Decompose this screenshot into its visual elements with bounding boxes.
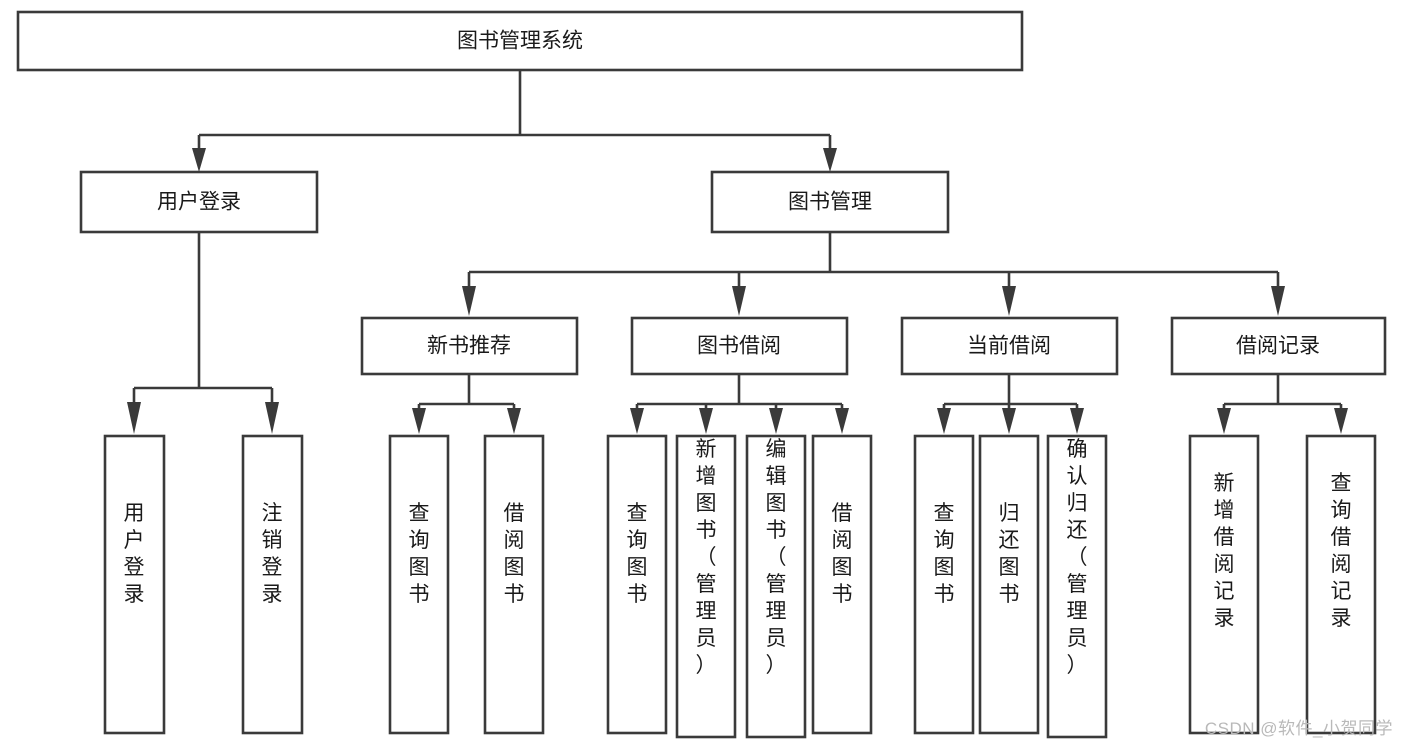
node-leaf-borrow-book-2[interactable]: 借阅图书 [811,434,873,735]
node-leaf-add-book[interactable]: 新增图书（管理员） [675,434,737,739]
arrow-head-leaf-query-record [1334,408,1348,434]
node-leaf-add-book-label: 新增图书（管理员） [696,438,717,677]
node-leaf-query-book-2-label: 查询图书 [627,502,648,606]
node-leaf-return-book[interactable]: 归还图书 [978,434,1040,735]
node-leaf-borrow-book-2-box[interactable] [811,434,873,735]
node-leaf-add-record[interactable]: 新增借阅记录 [1188,434,1260,735]
node-leaf-query-book-3-box[interactable] [913,434,975,735]
arrow-head-leaf-add-book [699,408,713,434]
node-leaf-query-record-label: 查询借阅记录 [1331,472,1352,630]
arrow-head-leaf-add-record [1217,408,1231,434]
arrow-head-leaf-query-book-2 [630,408,644,434]
node-root-label: 图书管理系统 [457,30,583,53]
arrow-head-leaf-return-book [1002,408,1016,434]
node-book-manage-box[interactable] [710,170,950,234]
node-leaf-return-book-label: 归还图书 [999,502,1020,606]
node-book-manage[interactable]: 图书管理 [710,170,950,234]
node-leaf-query-book-2[interactable]: 查询图书 [606,434,668,735]
node-leaf-borrow-book-1-box[interactable] [483,434,545,735]
node-leaf-borrow-book-1[interactable]: 借阅图书 [483,434,545,735]
arrow-head-book-borrow [732,286,746,316]
arrow-head-leaf-user-logout [265,402,279,434]
node-leaf-borrow-book-2-label: 借阅图书 [832,502,853,606]
arrow-head-borrow-record [1271,286,1285,316]
node-book-borrow-box[interactable] [630,316,849,376]
node-current-borrow[interactable]: 当前借阅 [900,316,1119,376]
node-user-login[interactable]: 用户登录 [79,170,319,234]
node-new-book-rec-label: 新书推荐 [427,335,511,358]
node-leaf-query-book-3-label: 查询图书 [934,502,955,606]
node-book-manage-label: 图书管理 [788,191,872,214]
node-borrow-record-box[interactable] [1170,316,1387,376]
node-root-box[interactable] [16,10,1024,72]
node-leaf-query-book-3[interactable]: 查询图书 [913,434,975,735]
node-leaf-return-book-box[interactable] [978,434,1040,735]
node-user-login-box[interactable] [79,170,319,234]
node-leaf-borrow-book-1-label: 借阅图书 [504,502,525,606]
node-leaf-query-book-1[interactable]: 查询图书 [388,434,450,735]
node-leaf-user-logout[interactable]: 注销登录 [241,434,304,735]
arrow-head-leaf-confirm-return [1070,408,1084,434]
node-new-book-rec[interactable]: 新书推荐 [360,316,579,376]
arrow-head-new-book-rec [462,286,476,316]
connector-layer [127,70,1348,434]
node-book-borrow[interactable]: 图书借阅 [630,316,849,376]
node-leaf-add-record-label: 新增借阅记录 [1214,472,1235,630]
node-root[interactable]: 图书管理系统 [16,10,1024,72]
node-leaf-confirm-return[interactable]: 确认归还（管理员） [1046,434,1108,739]
node-book-borrow-label: 图书借阅 [697,335,781,358]
node-current-borrow-box[interactable] [900,316,1119,376]
arrow-head-current-borrow [1002,286,1016,316]
node-leaf-user-logout-label: 注销登录 [262,502,283,606]
node-user-login-label: 用户登录 [157,191,241,214]
arrow-head-user-login [192,148,206,172]
node-leaf-user-logout-box[interactable] [241,434,304,735]
node-leaf-confirm-return-box[interactable] [1046,434,1108,739]
node-leaf-add-record-box[interactable] [1188,434,1260,735]
csdn-watermark: CSDN @软件_小贺同学 [1204,719,1393,738]
arrow-head-leaf-edit-book [769,408,783,434]
node-leaf-user-login[interactable]: 用户登录 [103,434,166,735]
node-leaf-user-login-box[interactable] [103,434,166,735]
arrow-head-leaf-query-book-1 [412,408,426,434]
node-leaf-query-record[interactable]: 查询借阅记录 [1305,434,1377,735]
node-borrow-record-label: 借阅记录 [1236,335,1320,358]
node-leaf-edit-book[interactable]: 编辑图书（管理员） [745,434,807,739]
node-leaf-edit-book-label: 编辑图书（管理员） [766,438,787,677]
node-leaf-query-record-box[interactable] [1305,434,1377,735]
arrow-head-leaf-borrow-book-1 [507,408,521,434]
node-leaf-confirm-return-label: 确认归还（管理员） [1067,438,1088,677]
node-new-book-rec-box[interactable] [360,316,579,376]
arrow-head-leaf-user-login [127,402,141,434]
arrow-head-leaf-query-book-3 [937,408,951,434]
node-leaf-query-book-2-box[interactable] [606,434,668,735]
node-current-borrow-label: 当前借阅 [967,335,1051,358]
node-leaf-edit-book-box[interactable] [745,434,807,739]
arrow-head-leaf-borrow-book-2 [835,408,849,434]
node-leaf-query-book-1-box[interactable] [388,434,450,735]
node-borrow-record[interactable]: 借阅记录 [1170,316,1387,376]
arrow-head-book-manage [823,148,837,172]
node-leaf-add-book-box[interactable] [675,434,737,739]
node-leaf-user-login-label: 用户登录 [124,502,145,606]
node-leaf-query-book-1-label: 查询图书 [409,502,430,606]
